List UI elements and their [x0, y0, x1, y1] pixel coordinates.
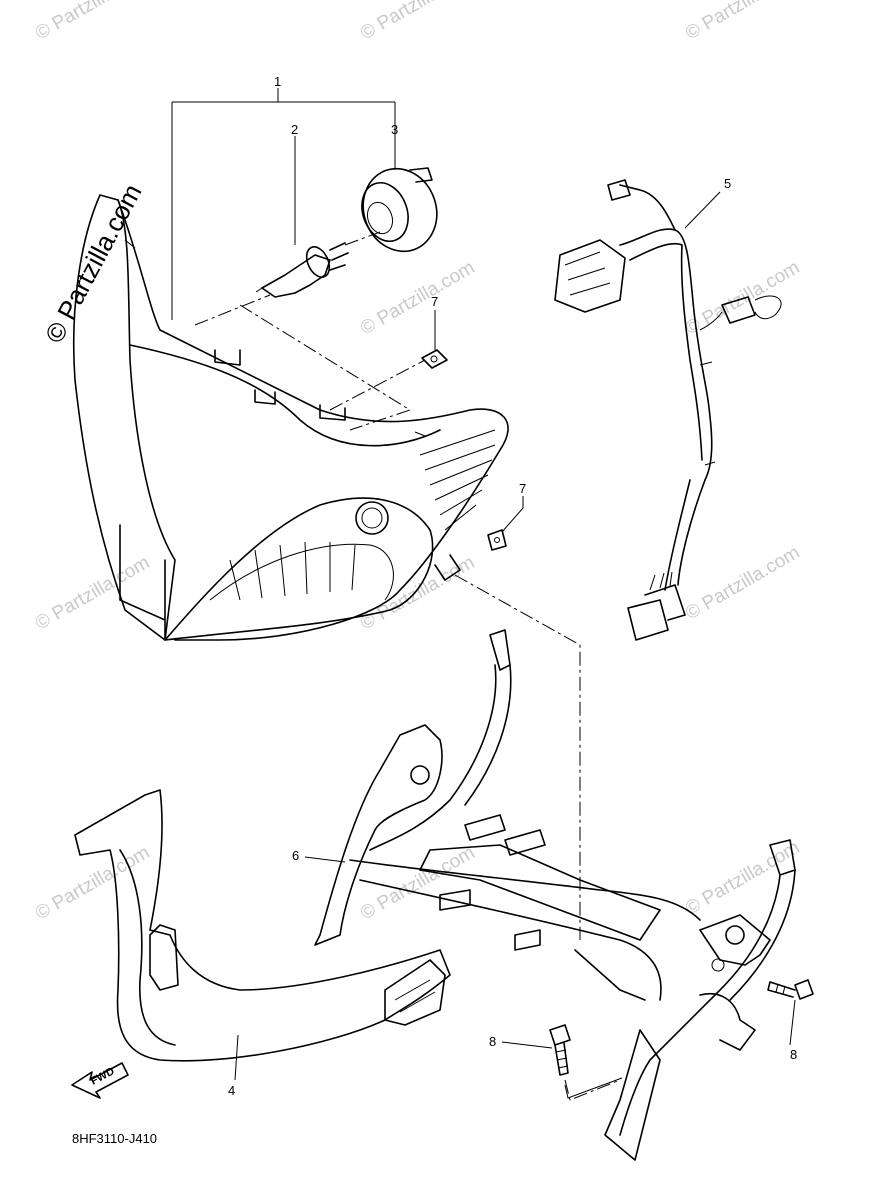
socket-cover [361, 167, 438, 253]
callout-2: 2 [291, 122, 298, 137]
headlight-bulb [255, 242, 349, 298]
fwd-arrow: FWD [71, 1062, 129, 1099]
headlight-assembly [72, 194, 509, 641]
callout-7-lower: 7 [519, 481, 526, 496]
watermark-text: © Partzilla.com [682, 837, 803, 919]
watermark-text: © Partzilla.com [32, 552, 153, 634]
bolt-left [549, 1024, 571, 1076]
callout-labels: 1 2 3 7 7 5 6 4 8 8 [228, 74, 797, 1098]
watermark-text: © Partzilla.com [682, 0, 803, 44]
callout-7-upper: 7 [431, 294, 438, 309]
watermark-text: © Partzilla.com [357, 0, 478, 44]
callout-4: 4 [228, 1083, 235, 1098]
watermark-main: © Partzilla.com [39, 179, 148, 348]
headlight-cover-lower [74, 789, 451, 1062]
watermark-text: © Partzilla.com [357, 257, 478, 339]
watermark-layer: © Partzilla.com © Partzilla.com © Partzi… [32, 0, 803, 924]
leader-lines [171, 88, 796, 1099]
callout-8-right: 8 [790, 1047, 797, 1062]
watermark-text: © Partzilla.com [682, 542, 803, 624]
callout-6: 6 [292, 848, 299, 863]
callout-5: 5 [724, 176, 731, 191]
callout-1: 1 [274, 74, 281, 89]
callout-3: 3 [391, 122, 398, 137]
headlight-stay [314, 629, 796, 1161]
assembly-lines [194, 231, 621, 1101]
grommet-lower [487, 529, 507, 551]
watermark-text: © Partzilla.com [32, 0, 153, 44]
callout-8-left: 8 [489, 1034, 496, 1049]
wire-harness [554, 179, 782, 641]
fwd-label: FWD [89, 1065, 117, 1087]
diagram-code: 8HF3110-J410 [72, 1131, 157, 1146]
grommet-upper [421, 349, 448, 369]
watermark-text: © Partzilla.com [357, 552, 478, 634]
bolt-right [767, 979, 814, 1000]
